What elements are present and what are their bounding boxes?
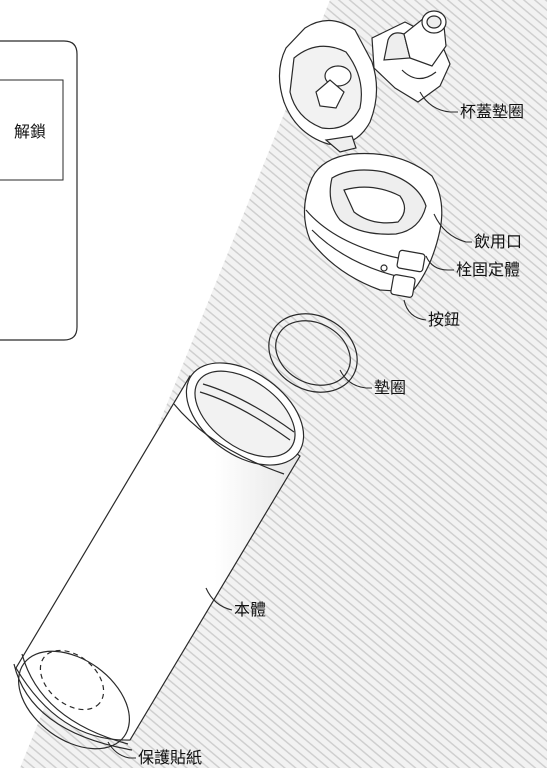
unlock-info-panel	[0, 40, 78, 341]
label-drinking-spout: 飲用口	[474, 232, 523, 251]
unlock-text: 解鎖	[14, 122, 47, 141]
lid-gasket-part	[371, 10, 451, 103]
lid-assembly-part	[278, 19, 443, 298]
gasket-ring-part	[268, 313, 358, 393]
bottle-body-part	[13, 362, 305, 751]
label-latch: 栓固定體	[456, 260, 521, 279]
label-lid-gasket: 杯蓋墊圈	[460, 102, 525, 121]
leader-lines	[107, 91, 472, 759]
label-button: 按鈕	[428, 310, 461, 329]
label-protective-sticker: 保護貼紙	[138, 748, 203, 767]
label-gasket: 墊圈	[374, 378, 407, 397]
label-body: 本體	[234, 600, 267, 619]
